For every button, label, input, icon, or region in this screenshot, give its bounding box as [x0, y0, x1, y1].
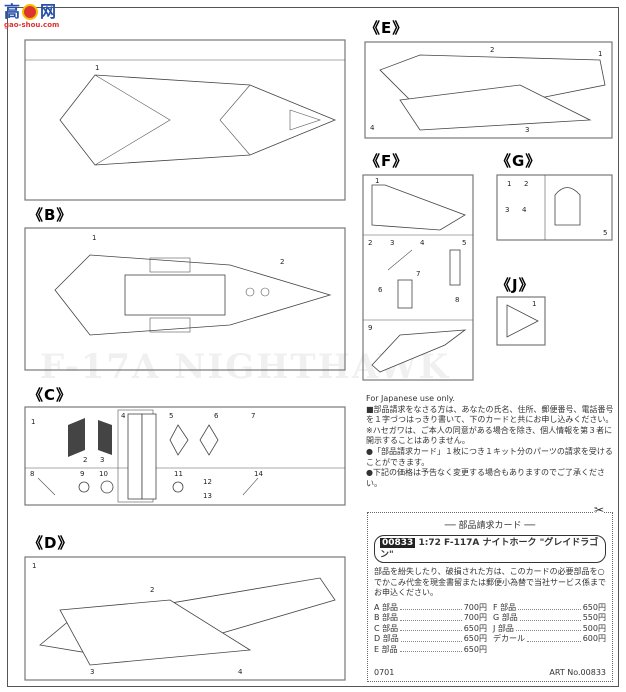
part-number: 7 [416, 270, 420, 278]
sprue-label-f: 《F》 [365, 152, 408, 170]
part-number: 4 [522, 206, 527, 214]
product-name: F-117A ナイトホーク "グレイドラゴン" [380, 538, 599, 560]
note-paragraph: ●下記の価格は予告なく変更する場合もありますのでご了承ください。 [366, 468, 605, 488]
part-number: 2 [524, 180, 528, 188]
sheet-border [7, 7, 619, 687]
sprue-label-b: 《B》 [28, 206, 72, 224]
logo-url: gao-shou.com [4, 21, 60, 29]
sprue-c: 1 2 3 4 5 6 7 8 9 10 11 12 13 14 [24, 406, 346, 506]
canopy-part [506, 304, 539, 338]
parts-order-card: ✂ ── 部品請求カード ── 00833 1:72 F-117A ナイトホーク… [367, 504, 613, 682]
part-number: 3 [100, 456, 104, 464]
part-number: 4 [370, 124, 375, 132]
part-number: 3 [505, 206, 509, 214]
scissors-icon: ✂ [593, 503, 604, 517]
tail-part [371, 329, 467, 373]
card-description: 部品を紛失したり、破損された方は、このカードの必要部品を○でかこみ代金を現金書留… [374, 567, 606, 597]
fuselage-upper-part [59, 74, 337, 166]
wing-part [399, 84, 592, 131]
site-logo: 高网 gao-shou.com [4, 3, 68, 37]
sprue-label-j: 《J》 [496, 276, 535, 294]
print-date: 0701 [374, 668, 395, 677]
part-number: 3 [90, 668, 94, 676]
part-number: 2 [83, 456, 87, 464]
note-paragraph: ●「部品請求カード」１枚につき１キット分のパーツの請求を受けることができます。 [366, 446, 613, 467]
part-number: 2 [280, 258, 284, 266]
part-number: 4 [420, 239, 425, 247]
part-number: 5 [603, 229, 607, 237]
product-banner: 00833 1:72 F-117A ナイトホーク "グレイドラゴン" [374, 535, 606, 563]
tail-part [371, 184, 466, 231]
sprue-b: 1 2 [24, 227, 346, 371]
part-number: 2 [150, 586, 154, 594]
part-number: 4 [121, 412, 126, 420]
part-number: 8 [455, 296, 459, 304]
part-number: 14 [254, 470, 263, 478]
note-paragraph: ※ハセガワは、ご本人の同意がある場合を除き、個人情報を第３者に開示することはあり… [366, 425, 613, 446]
part-number: 12 [203, 478, 212, 486]
part-number: 6 [214, 412, 219, 420]
part-number: 1 [31, 418, 35, 426]
gear-icon [22, 4, 39, 20]
part-number: 5 [169, 412, 173, 420]
part-number: 5 [462, 239, 466, 247]
part-number: 9 [80, 470, 84, 478]
part-number: 3 [390, 239, 394, 247]
sprue-e: 2 4 3 1 [364, 41, 613, 139]
sprue-g: 1 2 3 4 5 [496, 174, 613, 241]
sprue-a: 1 [24, 39, 346, 201]
card-title: ── 部品請求カード ── [444, 521, 536, 531]
logo-char: 网 [40, 2, 57, 21]
sprue-d: 1 2 3 4 [24, 556, 346, 681]
logo-char: 高 [4, 2, 21, 21]
part-number: 1 [92, 234, 96, 242]
part-number: 1 [32, 562, 36, 570]
part-number: 1 [598, 50, 602, 58]
product-code: 00833 [380, 538, 416, 548]
part-number: 7 [251, 412, 255, 420]
part-number: 1 [532, 300, 536, 308]
part-number: 6 [378, 286, 383, 294]
part-number: 2 [490, 46, 494, 54]
wing-part [59, 599, 252, 666]
part-number: 2 [368, 239, 372, 247]
part-number: 9 [368, 324, 372, 332]
part-number: 10 [99, 470, 108, 478]
part-number: 1 [507, 180, 511, 188]
sprue-label-d: 《D》 [28, 534, 73, 552]
product-scale: 1:72 [418, 538, 441, 548]
sprue-j: 1 [496, 296, 546, 346]
note-paragraph: ■部品請求をなさる方は、あなたの氏名、住所、郵便番号、電話番号を１字づつはっきり… [366, 404, 614, 425]
english-note: For Japanese use only. [366, 394, 455, 403]
sprue-label-c: 《C》 [28, 386, 72, 404]
sprue-f: 1 2 3 4 5 6 7 8 9 [362, 174, 474, 381]
sprue-label-g: 《G》 [496, 152, 541, 170]
sprue-label-e: 《E》 [365, 19, 408, 37]
art-number: ART No.00833 [549, 668, 606, 677]
seat-part [554, 187, 581, 226]
parts-order-notes: For Japanese use only. ■部品請求をなさる方は、あなたの氏… [366, 394, 616, 489]
part-number: 3 [525, 126, 529, 134]
part-number: 1 [375, 177, 379, 185]
part-number: 4 [238, 668, 243, 676]
part-number: 11 [174, 470, 183, 478]
part-number: 1 [95, 64, 99, 72]
part-number: 13 [203, 492, 212, 500]
part-number: 8 [30, 470, 34, 478]
